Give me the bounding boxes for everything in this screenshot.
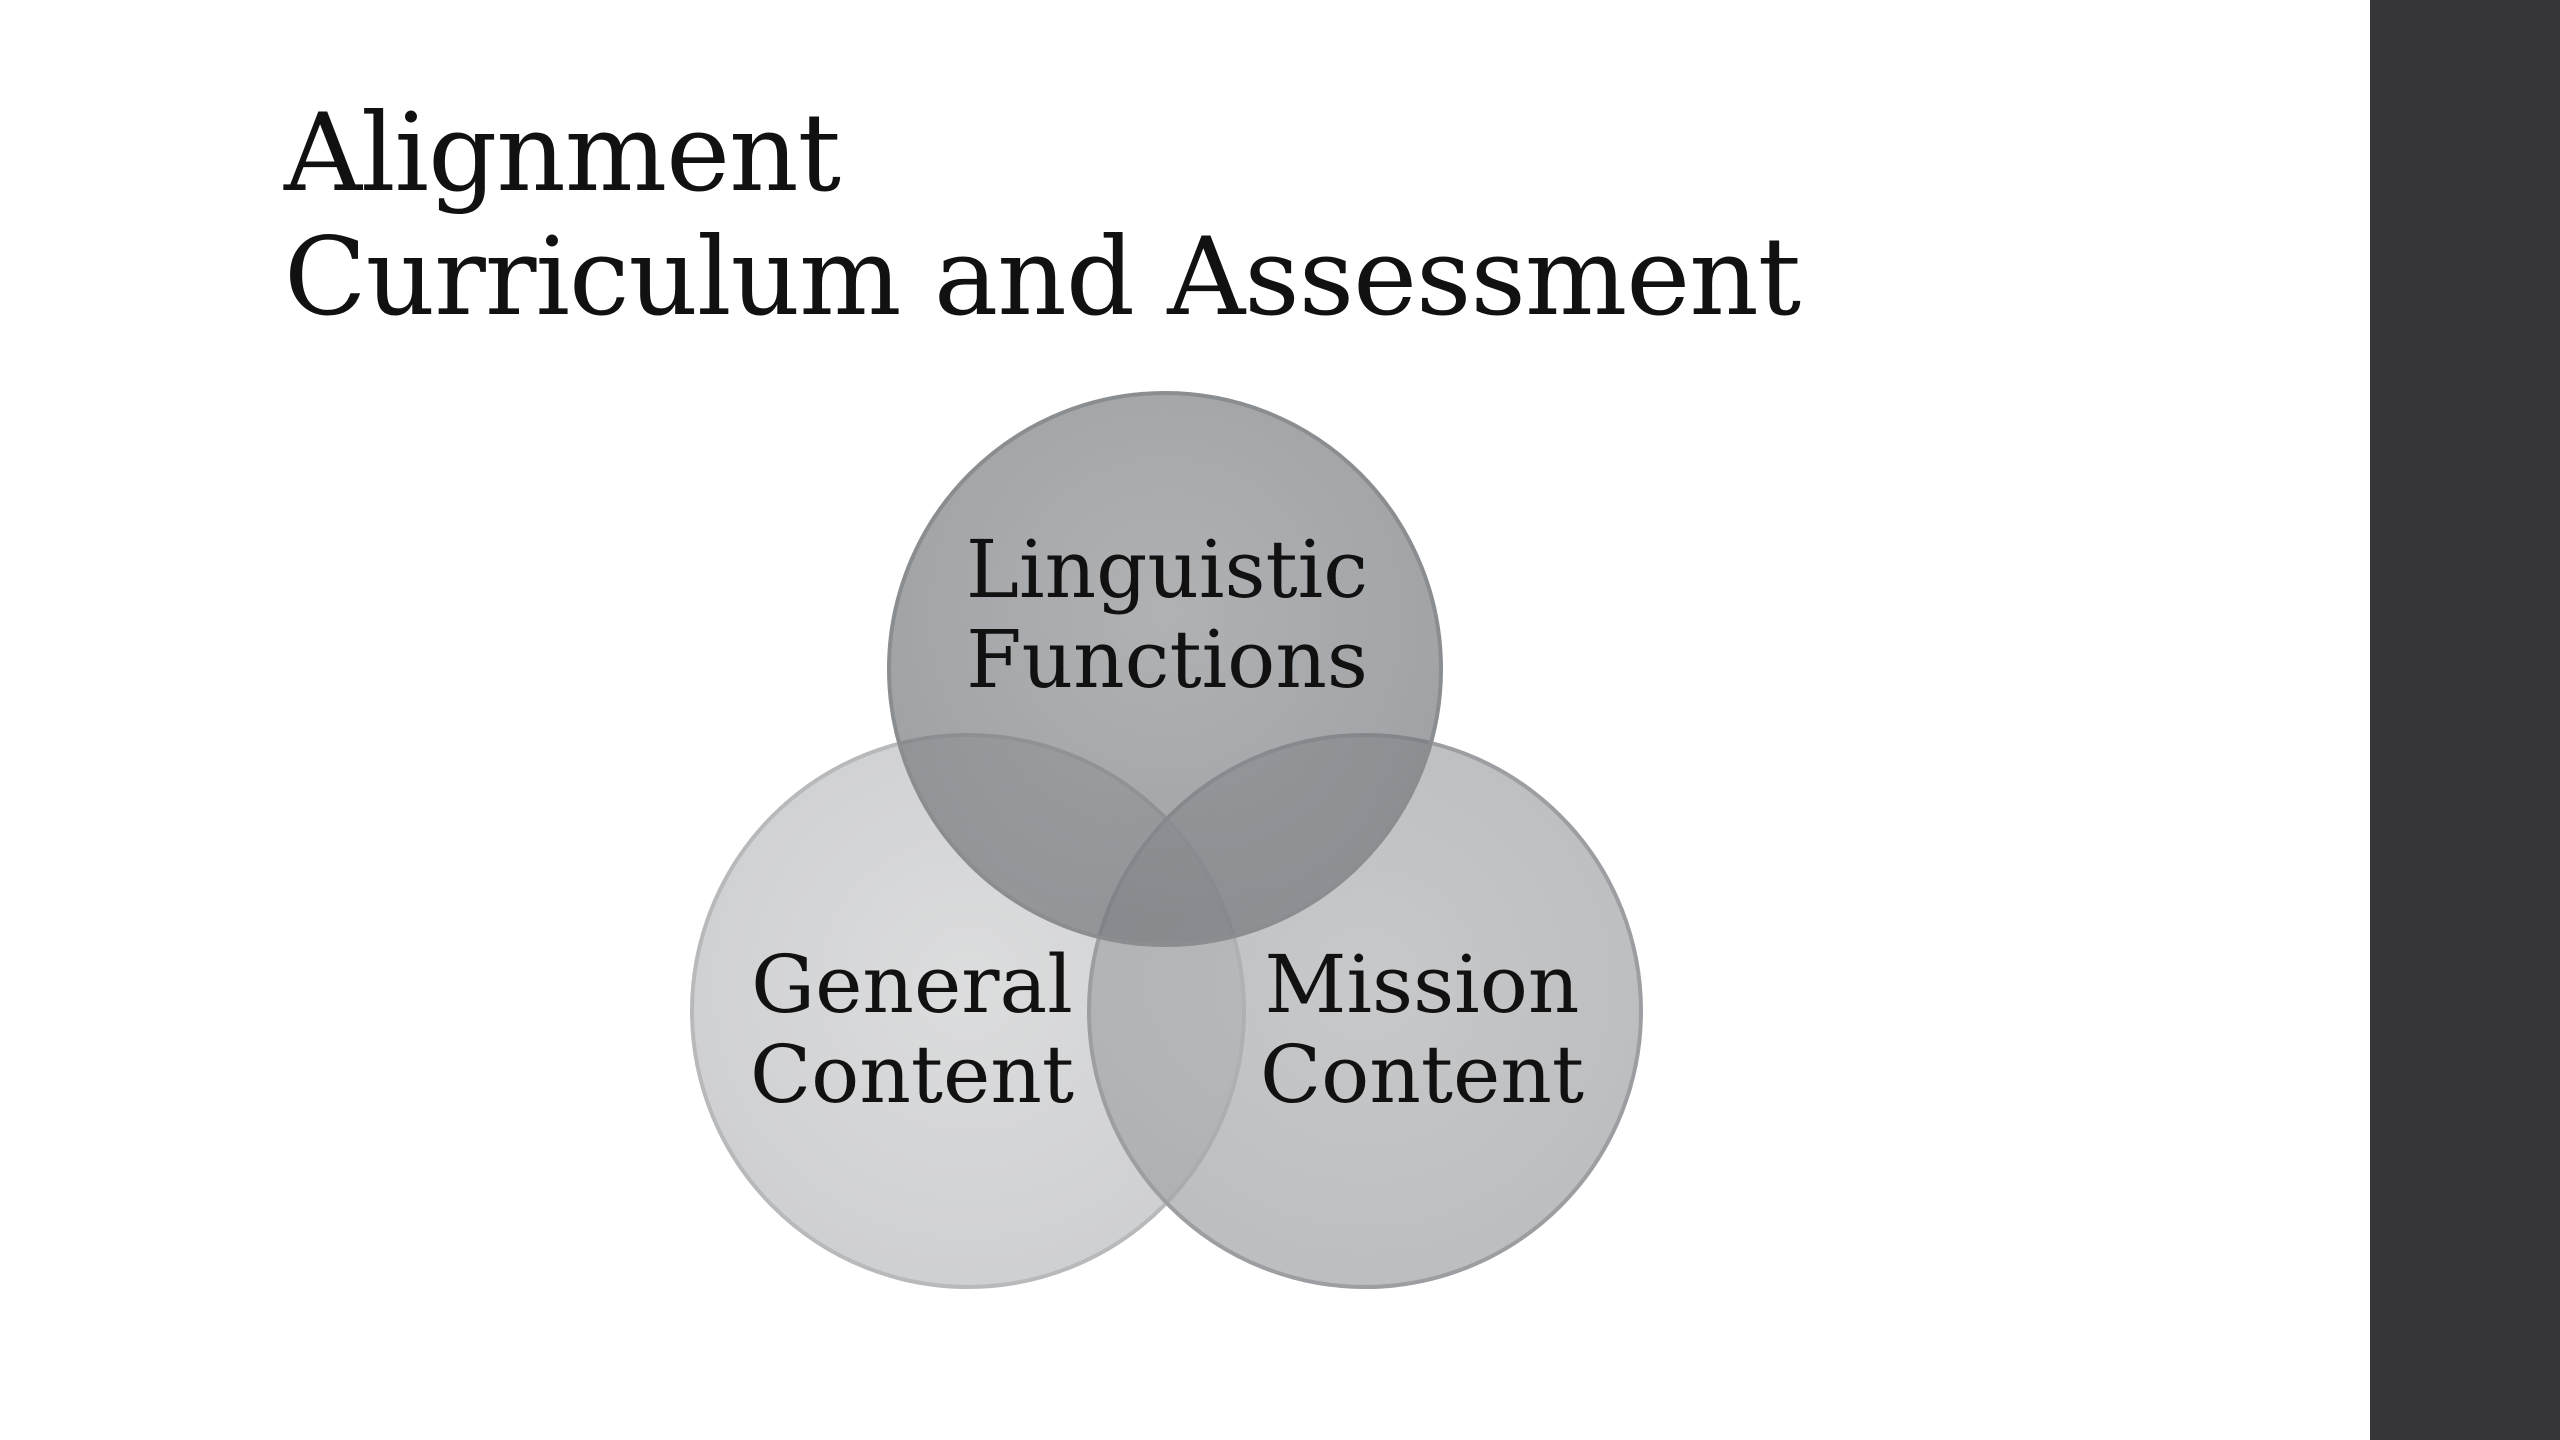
label-linguistic-line-2: Functions (966, 613, 1368, 706)
label-general-line-2: Content (750, 1028, 1074, 1121)
label-mission-line-1: Mission (1265, 938, 1580, 1031)
label-linguistic-line-1: Linguistic (966, 523, 1368, 616)
venn-diagram: Linguistic Functions General Content Mis… (690, 391, 1643, 1289)
side-bar (2370, 0, 2560, 1440)
title-line-1: Alignment (284, 91, 841, 216)
slide-canvas: Alignment Curriculum and Assessment Ling… (284, 91, 1802, 1289)
title-line-2: Curriculum and Assessment (284, 215, 1801, 340)
label-mission-line-2: Content (1260, 1028, 1584, 1121)
label-general-line-1: General (751, 938, 1073, 1031)
slide-title: Alignment Curriculum and Assessment (284, 91, 1801, 340)
venn-circle-linguistic-functions (887, 391, 1443, 947)
